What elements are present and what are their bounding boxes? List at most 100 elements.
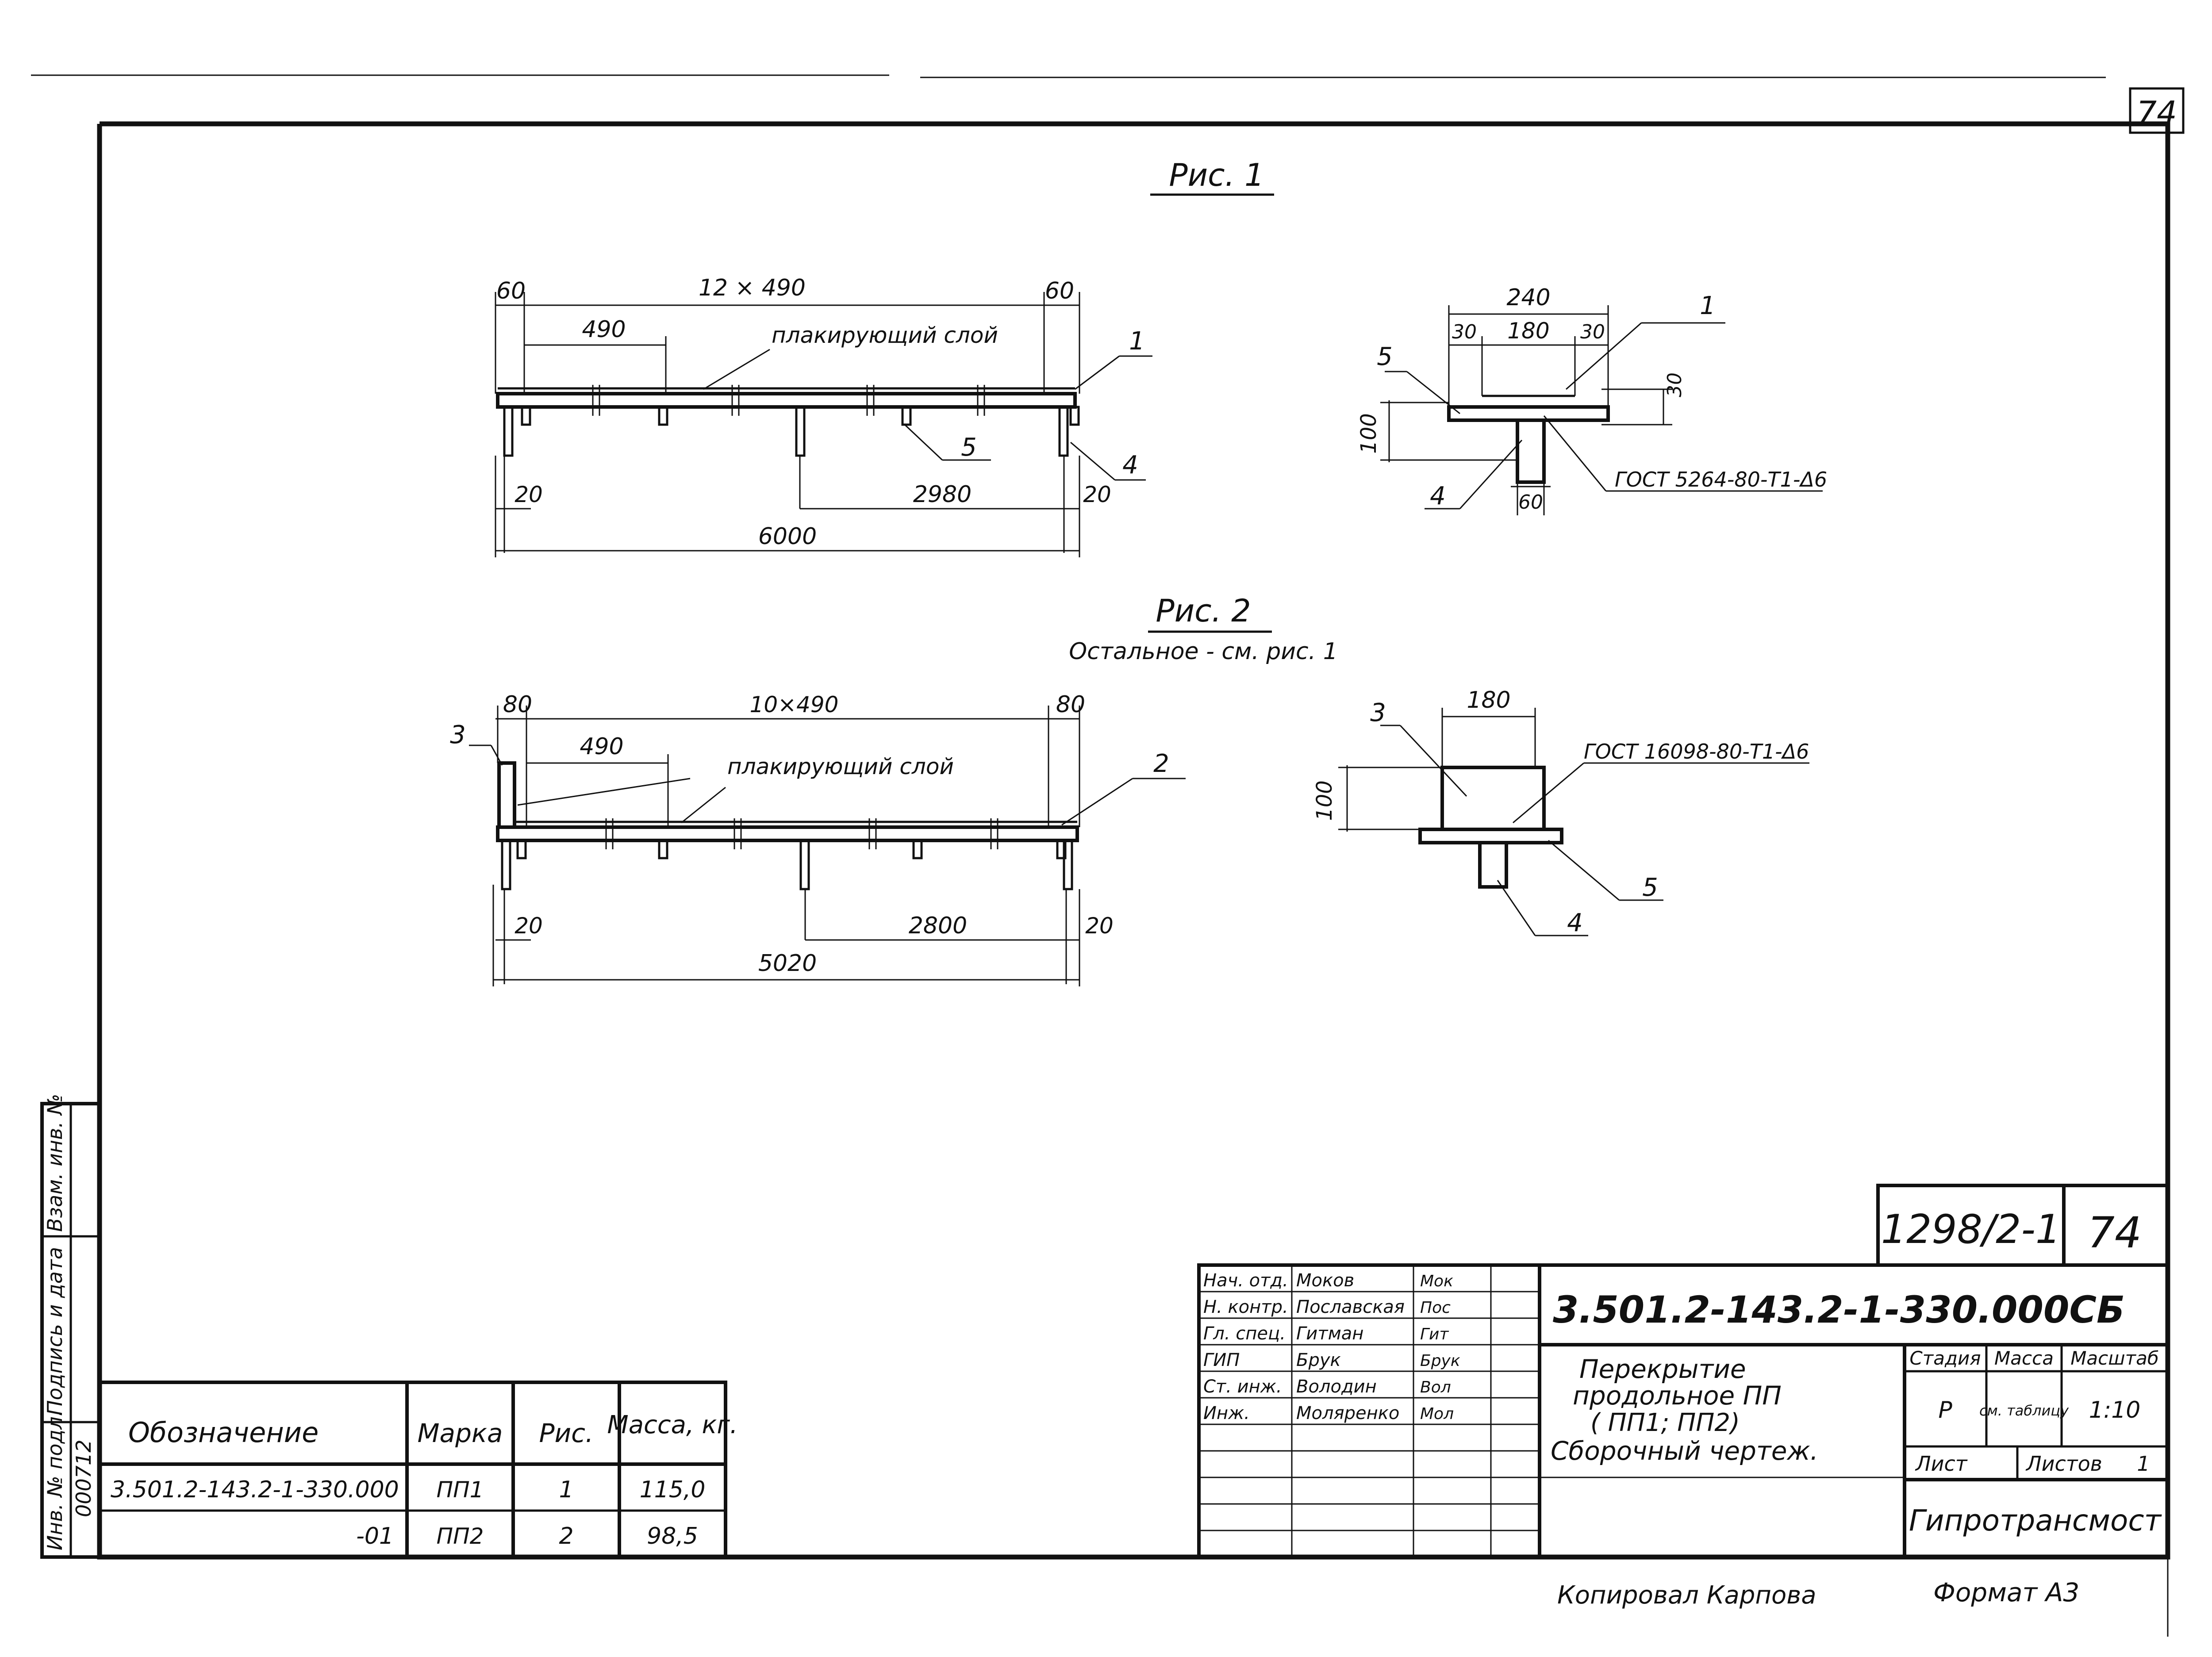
figure-2: Рис. 2 Остальное - см. рис. 1 [450,593,1809,986]
spec-row1-mass: 115,0 [640,1477,706,1503]
fig1-sec-callout-1: 1 [1700,292,1716,320]
tb-organization: Гипротрансмост [1909,1504,2162,1538]
fig1-dim-total: 6000 [758,523,817,550]
tb-role-row: Гл. спец. Гитман Гит [1203,1323,1449,1344]
fig2-supports [501,839,1073,890]
fig1-layer-label: плакирующий слой [772,322,998,348]
stamp-inv-value: 000712 [72,1439,96,1517]
fig2-dim-support-left: 20 [515,913,543,939]
fig1-section: 240 30 180 30 1 5 30 100 ГОСТ 5264-80-Т1… [1356,284,1827,515]
tb-title-line-3: ( ПП1; ПП2) [1590,1408,1740,1437]
figure-1: Рис. 1 [495,157,1827,557]
tb-stage-label: Стадия [1909,1347,1981,1369]
fig2-dim-total: 5020 [758,950,817,977]
side-stamp: Инв. № подл. 000712 Подпись и дата Взам.… [40,1094,101,1559]
fig1-dim-support-right: 20 [1083,482,1111,507]
tb-role-label: Гл. спец. [1203,1323,1286,1344]
spec-header-designation: Обозначение [128,1416,319,1449]
tb-title-line-1: Перекрытие [1579,1354,1746,1384]
tb-scale-label: Масштаб [2070,1347,2159,1369]
spec-table: Обозначение Марка Рис. Масса, кг. 3.501.… [98,1381,738,1559]
tb-role-row: Ст. инж. Володин Вол [1203,1377,1451,1397]
tb-role-name: Моков [1296,1270,1354,1291]
fig2-dim-pitch: 490 [580,733,623,760]
fig2-dim-left-end: 80 [503,691,532,718]
fig1-dim-right-end: 60 [1045,278,1074,304]
figure-1-title: Рис. 1 [1169,157,1264,193]
tb-scale-value: 1:10 [2089,1397,2141,1423]
tb-sheet-label: Лист [1915,1452,1968,1476]
tb-role-name: Володин [1296,1377,1377,1397]
fig1-dim-span: 12 × 490 [699,275,806,301]
fig2-callout-3: 3 [450,721,466,749]
fig2-layer-label: плакирующий слой [727,754,954,779]
fig2-sec-height: 100 [1312,780,1337,821]
tb-role-row: Нач. отд. Моков Мок [1203,1270,1453,1291]
fig2-beam [496,825,1079,842]
spec-header-mark: Марка [418,1418,503,1448]
fig2-dim-center: 2800 [909,913,967,939]
fig1-dim-left-end: 60 [496,278,526,304]
corner-box [2129,87,2185,134]
tb-role-row: Инж. Моляренко Мол [1203,1403,1454,1423]
tb-role-signature: Брук [1420,1352,1460,1370]
spec-row2-mass: 98,5 [647,1523,698,1550]
spec-row1-mark: ПП1 [436,1477,484,1503]
fig1-sec-stem: 60 [1518,491,1543,514]
fig1-sec-mid: 180 [1507,318,1549,344]
tb-sheets-value: 1 [2137,1452,2150,1476]
tb-role-name: Пославская [1296,1297,1405,1317]
tb-role-label: Нач. отд. [1203,1270,1288,1291]
tb-title-line-4: Сборочный чертеж. [1551,1436,1818,1466]
fig1-callout-1: 1 [1129,327,1145,356]
tb-role-signature: Мол [1420,1405,1454,1423]
fig2-dim-support-right: 20 [1085,913,1114,939]
tb-role-name: Брук [1296,1350,1341,1370]
fig2-sec-callout-3: 3 [1370,698,1386,727]
tb-role-label: ГИП [1203,1350,1240,1370]
tb-role-name: Гитман [1296,1323,1363,1344]
fig1-supports [503,406,1080,457]
spec-row2-designation: -01 [356,1523,394,1550]
figure-2-title: Рис. 2 [1156,593,1251,629]
spec-row1-figure: 1 [559,1477,573,1503]
tb-sheet-ref: 1298/2-1 [1881,1206,2061,1253]
fig2-end-plate [497,761,516,829]
fig1-sec-height: 100 [1356,413,1381,454]
fig1-sec-width: 240 [1506,284,1550,311]
fig1-callout-4: 4 [1122,451,1138,479]
fig1-beam [496,392,1077,409]
fig1-sec-depth: 30 [1663,372,1686,397]
spec-header-figure: Рис. [539,1418,594,1448]
tb-stage-value: Р [1938,1397,1952,1423]
fig2-dim-span: 10×490 [750,692,839,717]
spec-row2-figure: 2 [559,1523,573,1550]
tb-role-row: ГИП Брук Брук [1203,1350,1460,1370]
footer-format: Формат А3 [1933,1577,2079,1607]
tb-role-label: Инж. [1203,1403,1250,1423]
title-block: 1298/2-1 74 На [1197,1184,2170,1559]
fig1-sec-callout-4: 4 [1430,482,1446,510]
tb-sheets-label: Листов [2025,1452,2102,1476]
table-row: 3.501.2-143.2-1-330.000 ПП1 1 115,0 [111,1477,705,1503]
tb-role-signature: Гит [1420,1325,1449,1343]
fig1-sec-weld: ГОСТ 5264-80-Т1-Δ6 [1615,468,1827,491]
tb-role-signature: Мок [1420,1272,1453,1290]
tb-title-line-2: продольное ПП [1573,1381,1782,1411]
fig2-sec-callout-4: 4 [1567,909,1583,937]
tb-document-code: 3.501.2-143.2-1-330.000СБ [1553,1288,2125,1331]
fig1-dim-support-left: 20 [515,482,543,507]
fig2-callout-2: 2 [1153,749,1169,778]
tb-role-row: Н. контр. Пославская Пос [1203,1297,1451,1317]
tb-role-label: Н. контр. [1203,1297,1288,1317]
spec-header-mass: Масса, кг. [607,1411,737,1439]
fig1-dim-pitch: 490 [582,316,626,343]
tb-mass-value: см. таблицу [1979,1402,2069,1419]
fig1-sec-right: 30 [1580,321,1605,343]
fig1-sec-callout-5: 5 [1377,342,1393,371]
fig2-section: 180 3 100 ГОСТ 16098-80-Т1-Δ6 5 4 [1312,687,1809,937]
tb-sheet-no: 74 [2088,1208,2142,1258]
stamp-replace-label: Взам. инв. № [43,1094,67,1232]
tb-role-name: Моляренко [1296,1403,1399,1423]
